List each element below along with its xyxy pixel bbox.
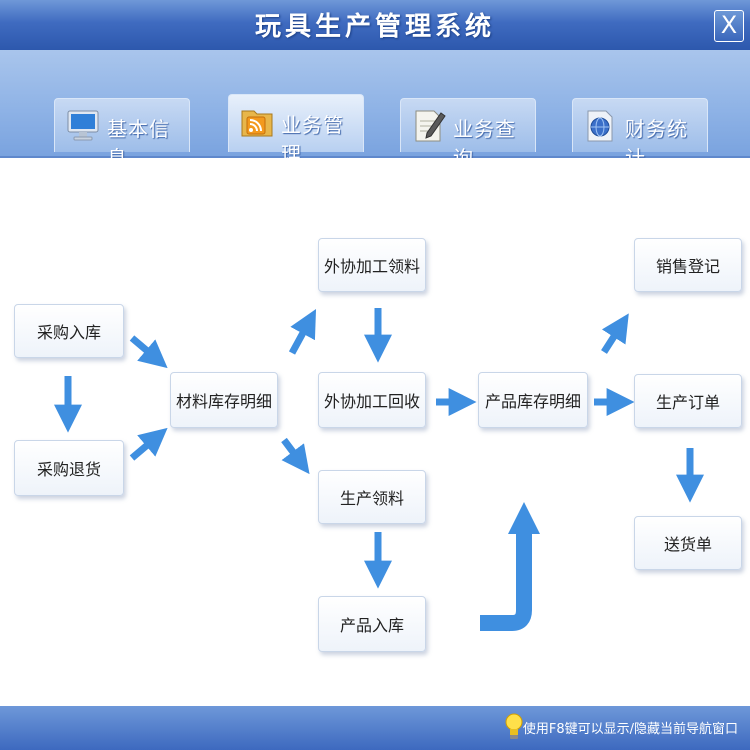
status-bar: 使用F8键可以显示/隐藏当前导航窗口: [0, 706, 750, 750]
node-outsource-receive[interactable]: 外协加工回收: [318, 372, 426, 428]
tab-basic-info[interactable]: 基本信息: [54, 98, 190, 170]
node-product-stock-detail[interactable]: 产品库存明细: [478, 372, 588, 428]
globe-document-icon: [587, 110, 613, 142]
document-pen-icon: [415, 110, 446, 142]
node-material-stock-detail[interactable]: 材料库存明细: [170, 372, 278, 428]
node-production-order[interactable]: 生产订单: [634, 374, 742, 428]
arrow-product-in-to-product-stock: [480, 534, 532, 631]
title-bar: 玩具生产管理系统 X: [0, 0, 750, 50]
arrow-product-in-to-product-stock-head: [508, 502, 540, 534]
node-outsource-issue[interactable]: 外协加工领料: [318, 238, 426, 292]
tab-bar: 基本信息 业务管理 业务查询 财务统计: [0, 50, 750, 170]
arrow-purchase-return-to-material: [129, 427, 168, 461]
flow-arrows: [54, 308, 704, 631]
arrow-material-to-production-issue: [281, 437, 310, 475]
arrow-purchase-in-to-material: [129, 335, 168, 369]
node-sales-register[interactable]: 销售登记: [634, 238, 742, 292]
rss-folder-icon: [241, 110, 273, 137]
window-title: 玩具生产管理系统: [254, 12, 495, 42]
node-purchase-return[interactable]: 采购退货: [14, 440, 124, 496]
node-delivery-note[interactable]: 送货单: [634, 516, 742, 570]
arrow-product-stock-to-sales: [601, 313, 629, 354]
node-production-issue[interactable]: 生产领料: [318, 470, 426, 524]
tab-finance-statistics[interactable]: 财务统计: [572, 98, 708, 170]
lightbulb-icon: [505, 713, 523, 739]
arrow-material-to-outsource-issue: [288, 308, 317, 355]
close-button[interactable]: X: [714, 10, 744, 42]
business-flow-panel: 采购入库 采购退货 材料库存明细 外协加工领料 外协加工回收 生产领料 产品入库…: [0, 158, 750, 706]
computer-icon: [67, 110, 99, 141]
tab-business-management[interactable]: 业务管理: [228, 94, 364, 166]
node-purchase-in[interactable]: 采购入库: [14, 304, 124, 358]
tab-business-query[interactable]: 业务查询: [400, 98, 536, 170]
status-hint: 使用F8键可以显示/隐藏当前导航窗口: [522, 722, 738, 737]
node-product-in[interactable]: 产品入库: [318, 596, 426, 652]
